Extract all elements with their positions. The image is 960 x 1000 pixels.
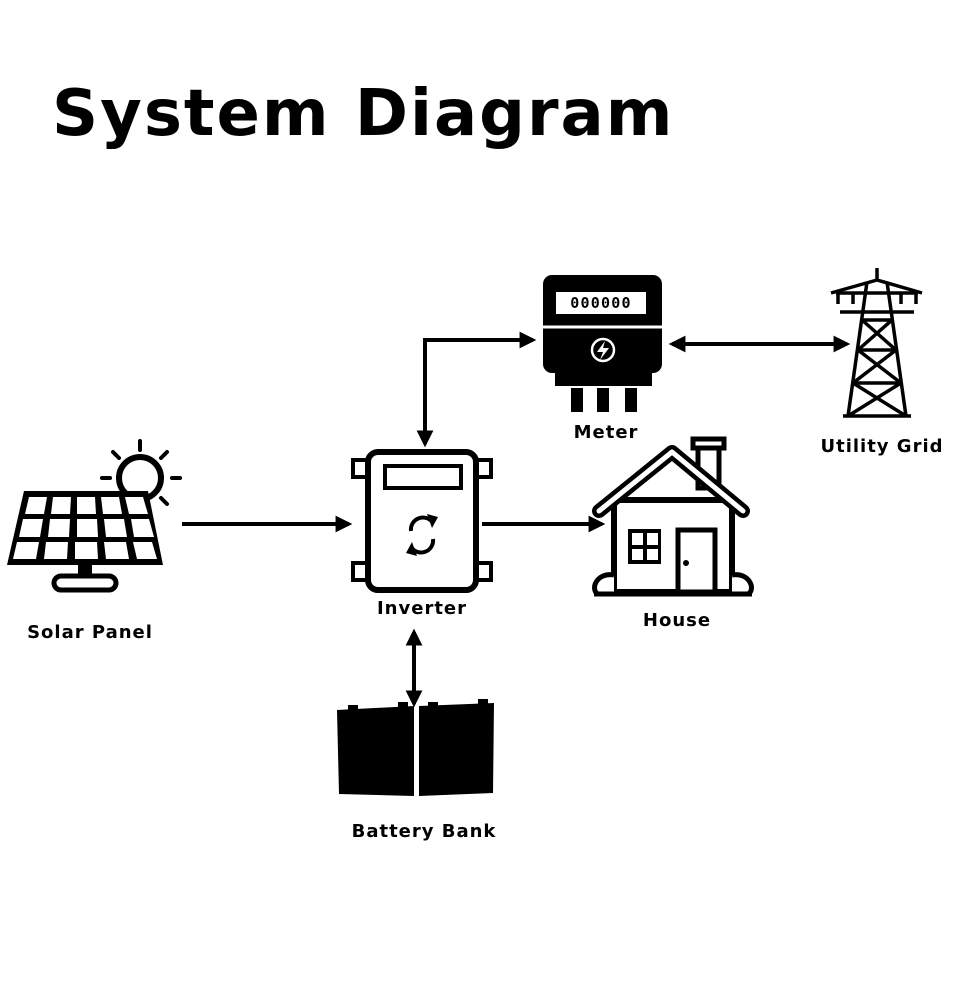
inverter-label: Inverter	[376, 598, 468, 619]
meter-label: Meter	[573, 422, 639, 443]
battery-bank-label: Battery Bank	[351, 821, 497, 842]
page-title: System Diagram	[52, 77, 675, 151]
arrow-inverter-meter	[416, 331, 537, 448]
solar-panel-label: Solar Panel	[27, 622, 153, 643]
house-icon	[592, 436, 754, 597]
solar-panel-icon	[7, 439, 182, 593]
utility-grid-label: Utility Grid	[820, 436, 944, 457]
inverter-icon	[351, 449, 493, 593]
house-label: House	[642, 610, 712, 631]
battery-icon	[337, 699, 494, 797]
meter-digits: 000000	[570, 294, 631, 312]
electric-meter-icon	[543, 275, 662, 412]
transmission-tower-icon	[830, 268, 923, 418]
